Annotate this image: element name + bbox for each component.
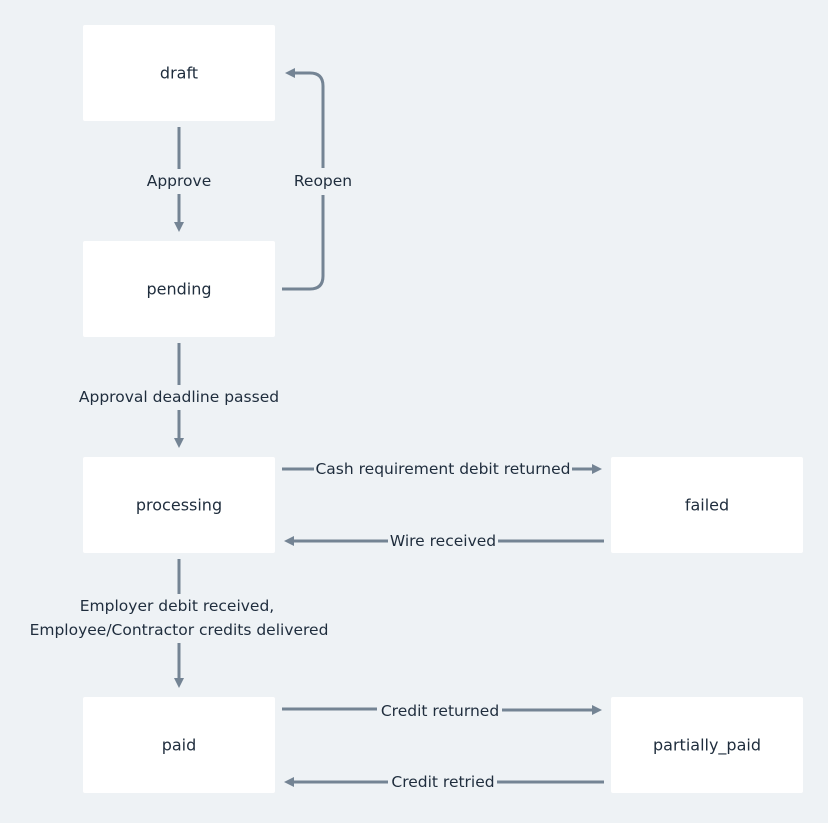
- node-pending: pending: [83, 241, 275, 337]
- node-processing: processing: [83, 457, 275, 553]
- node-paid-label: paid: [162, 736, 197, 755]
- node-pending-box: [83, 241, 275, 337]
- edge-label-reopen: Reopen: [294, 172, 352, 190]
- edge-label-employer-debit-line2: Employee/Contractor credits delivered: [30, 621, 329, 639]
- node-paid-box: [83, 697, 275, 793]
- edge-label-approve: Approve: [147, 172, 212, 190]
- edge-label-credit-returned: Credit returned: [381, 702, 499, 720]
- node-failed-label: failed: [685, 496, 729, 515]
- edge-reopen-line-bottom: [282, 195, 325, 291]
- node-draft: draft: [83, 25, 275, 121]
- node-pending-label: pending: [146, 280, 211, 299]
- node-failed-box: [611, 457, 803, 553]
- nodes: draft pending processing failed paid par…: [83, 25, 803, 793]
- edge-label-credit-retried: Credit retried: [391, 773, 494, 791]
- node-partially-paid-box: [611, 697, 803, 793]
- edge-label-employer-debit-line1: Employer debit received,: [80, 597, 274, 615]
- node-paid: paid: [83, 697, 275, 793]
- node-draft-box: [83, 25, 275, 121]
- edge-label-approval-deadline-passed: Approval deadline passed: [79, 388, 279, 406]
- edge-label-wire-received: Wire received: [390, 532, 496, 550]
- node-processing-label: processing: [136, 496, 222, 515]
- node-processing-box: [83, 457, 275, 553]
- edge-reopen-line-top: [285, 68, 325, 168]
- node-draft-label: draft: [160, 64, 198, 83]
- node-partially-paid: partially_paid: [611, 697, 803, 793]
- node-failed: failed: [611, 457, 803, 553]
- node-partially-paid-label: partially_paid: [653, 736, 761, 756]
- edge-label-cash-requirement-debit-returned: Cash requirement debit returned: [315, 460, 570, 478]
- edges: Approve Reopen Approval deadline passed …: [30, 68, 604, 791]
